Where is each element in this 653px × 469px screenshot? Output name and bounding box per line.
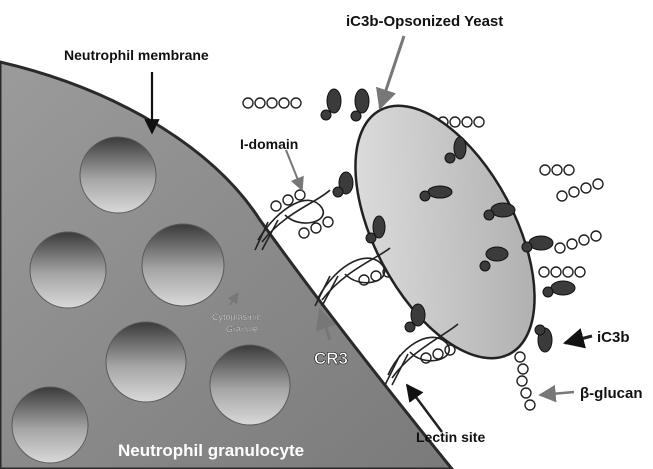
granule-label-line1: Cytoplasmic — [212, 312, 262, 322]
granule — [106, 322, 186, 402]
ic3b-molecule — [321, 89, 341, 120]
glucan-label: β-glucan — [580, 385, 643, 402]
granule — [142, 224, 224, 306]
ic3b-label: iC3b — [597, 329, 630, 346]
yeast-cell — [318, 77, 571, 386]
ic3b-arrow — [565, 336, 592, 343]
granule-label-line2: Granule — [226, 324, 258, 334]
granule — [12, 387, 88, 463]
glucan-chain — [515, 352, 535, 410]
glucan-chain — [299, 217, 333, 238]
glucan-arrow — [540, 392, 574, 395]
lectin-label: Lectin site — [416, 429, 485, 445]
yeast-arrow — [380, 36, 404, 108]
ic3b-molecule — [405, 304, 425, 332]
membrane-label: Neutrophil membrane — [64, 47, 209, 63]
ic3b-molecule — [522, 236, 553, 252]
glucan-chain — [557, 179, 603, 201]
granule — [210, 345, 290, 425]
cr3-label: CR3 — [314, 349, 348, 368]
yeast-label: iC3b-Opsonized Yeast — [346, 13, 503, 30]
glucan-chain — [540, 165, 574, 175]
granule — [30, 232, 106, 308]
glucan-chain — [243, 98, 301, 108]
granule — [80, 137, 156, 213]
glucan-chain — [555, 231, 601, 253]
ic3b-molecule — [535, 325, 552, 352]
cell-label: Neutrophil granulocyte — [118, 441, 304, 460]
ic3b-molecule — [351, 89, 369, 121]
glucan-chain — [539, 267, 585, 277]
ic3b-molecule — [333, 172, 353, 197]
idomain-label: I-domain — [240, 136, 298, 152]
idomain-arrow — [286, 150, 302, 190]
ic3b-molecule — [543, 281, 575, 297]
